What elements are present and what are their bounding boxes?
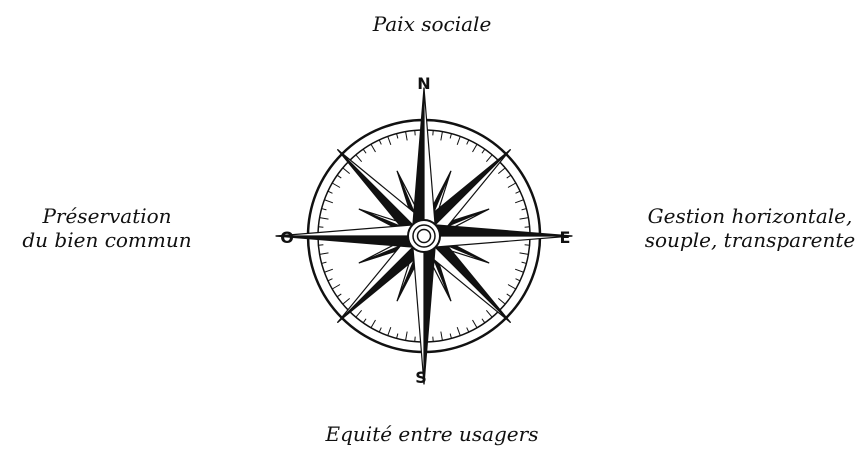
degree-tick <box>449 333 452 339</box>
degree-tick <box>485 154 493 163</box>
degree-tick <box>319 217 329 220</box>
cardinal-west: O <box>280 228 294 247</box>
east-label-line-2: souple, transparente <box>644 228 856 252</box>
degree-tick <box>378 139 382 145</box>
degree-tick <box>485 309 493 318</box>
cardinal-east: E <box>560 228 571 247</box>
west-label: Préservation du bien commun <box>0 204 214 252</box>
degree-tick <box>321 208 327 211</box>
degree-tick <box>378 327 382 333</box>
degree-tick <box>331 182 341 188</box>
degree-tick <box>336 293 342 298</box>
degree-tick <box>507 182 517 188</box>
compass-body <box>275 87 573 385</box>
degree-tick <box>449 133 452 139</box>
degree-tick <box>396 333 399 339</box>
degree-tick <box>506 293 512 298</box>
degree-tick <box>481 148 486 154</box>
degree-tick <box>336 174 342 179</box>
degree-tick <box>355 154 363 163</box>
west-label-line-2: du bien commun <box>22 228 192 252</box>
degree-tick <box>521 208 527 211</box>
degree-tick <box>327 278 333 282</box>
degree-tick <box>319 252 329 255</box>
degree-tick <box>342 297 351 305</box>
degree-tick <box>456 326 461 336</box>
degree-tick <box>362 318 367 324</box>
hub-center <box>416 228 432 244</box>
degree-tick <box>497 167 506 175</box>
degree-tick <box>387 136 392 146</box>
degree-tick <box>521 261 527 264</box>
degree-tick <box>515 278 521 282</box>
degree-tick <box>331 284 341 290</box>
degree-tick <box>466 139 470 145</box>
west-label-line-1: Préservation <box>42 204 172 228</box>
south-label: Equité entre usagers <box>325 422 539 446</box>
degree-tick <box>370 143 376 153</box>
cardinal-south: S <box>415 368 427 387</box>
degree-tick <box>515 190 521 194</box>
degree-tick <box>327 190 333 194</box>
degree-tick <box>497 297 506 305</box>
degree-tick <box>342 167 351 175</box>
degree-tick <box>507 284 517 290</box>
degree-tick <box>370 319 376 329</box>
degree-tick <box>466 327 470 333</box>
degree-tick <box>472 319 478 329</box>
degree-tick <box>362 148 367 154</box>
degree-tick <box>387 326 392 336</box>
north-label: Paix sociale <box>372 12 492 36</box>
east-label-line-1: Gestion horizontale, <box>647 204 853 228</box>
degree-tick <box>481 318 486 324</box>
degree-tick <box>324 199 334 204</box>
east-label: Gestion horizontale, souple, transparent… <box>636 204 864 252</box>
degree-tick <box>456 136 461 146</box>
degree-tick <box>514 268 524 273</box>
degree-tick <box>440 131 443 141</box>
degree-tick <box>519 252 529 255</box>
degree-tick <box>514 199 524 204</box>
degree-tick <box>396 133 399 139</box>
cardinal-north: N <box>417 74 430 93</box>
degree-tick <box>405 131 408 141</box>
degree-tick <box>440 331 443 341</box>
degree-tick <box>519 217 529 220</box>
degree-tick <box>321 261 327 264</box>
compass-rose-icon: N S E O <box>275 74 573 387</box>
degree-tick <box>405 331 408 341</box>
degree-tick <box>472 143 478 153</box>
degree-tick <box>506 174 512 179</box>
degree-tick <box>355 309 363 318</box>
degree-tick <box>324 268 334 273</box>
